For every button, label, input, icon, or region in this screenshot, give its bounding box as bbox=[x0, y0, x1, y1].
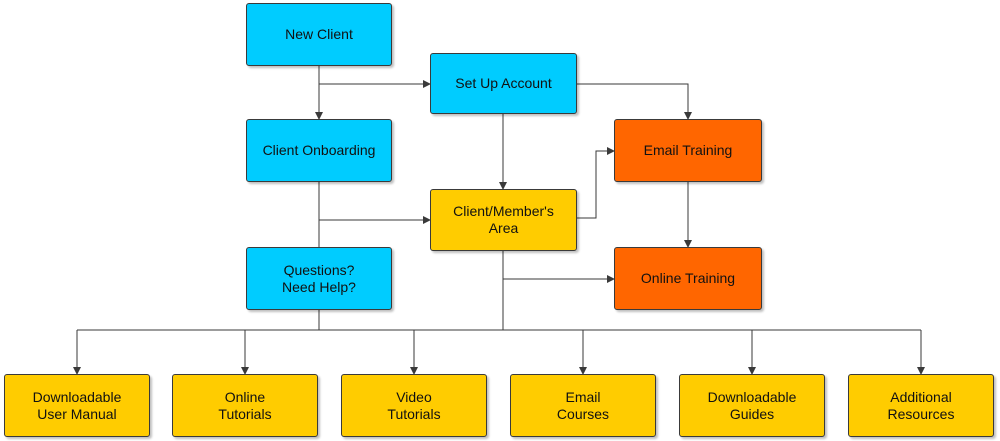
node-email-training[interactable]: Email Training bbox=[614, 119, 762, 182]
node-questions-need-help[interactable]: Questions? Need Help? bbox=[246, 247, 392, 310]
edge-member-area-to-online-training bbox=[502, 251, 614, 330]
node-video-tutorials[interactable]: Video Tutorials bbox=[341, 374, 487, 437]
node-video-tutorials-label: Video Tutorials bbox=[387, 388, 441, 422]
node-user-manual-label: Downloadable User Manual bbox=[32, 388, 122, 422]
node-online-training-label: Online Training bbox=[640, 270, 736, 286]
node-downloadable-guides[interactable]: Downloadable Guides bbox=[679, 374, 825, 437]
node-questions-label: Questions? Need Help? bbox=[282, 261, 356, 295]
node-online-tutorials[interactable]: Online Tutorials bbox=[172, 374, 318, 437]
node-email-training-label: Email Training bbox=[643, 142, 733, 158]
node-email-courses-label: Email Courses bbox=[556, 388, 610, 422]
node-online-training[interactable]: Online Training bbox=[614, 247, 762, 310]
edge-setup-to-email-training bbox=[577, 83, 692, 120]
node-downloadable-guides-label: Downloadable Guides bbox=[707, 388, 797, 422]
node-client-onboarding-label: Client Onboarding bbox=[262, 142, 376, 158]
node-additional-resources[interactable]: Additional Resources bbox=[848, 374, 994, 437]
node-email-courses[interactable]: Email Courses bbox=[510, 374, 656, 437]
node-member-area-label: Client/Member's Area bbox=[453, 203, 554, 236]
node-new-client[interactable]: New Client bbox=[246, 3, 392, 66]
node-additional-resources-label: Additional Resources bbox=[887, 388, 955, 422]
node-member-area[interactable]: Client/Member's Area bbox=[430, 189, 577, 251]
node-set-up-account-label: Set Up Account bbox=[455, 75, 552, 91]
node-set-up-account[interactable]: Set Up Account bbox=[430, 53, 577, 114]
node-new-client-label: New Client bbox=[285, 26, 353, 42]
edge-member-area-to-email-training bbox=[577, 147, 615, 219]
node-client-onboarding[interactable]: Client Onboarding bbox=[246, 119, 392, 182]
node-user-manual[interactable]: Downloadable User Manual bbox=[4, 374, 150, 437]
node-online-tutorials-label: Online Tutorials bbox=[218, 388, 272, 422]
